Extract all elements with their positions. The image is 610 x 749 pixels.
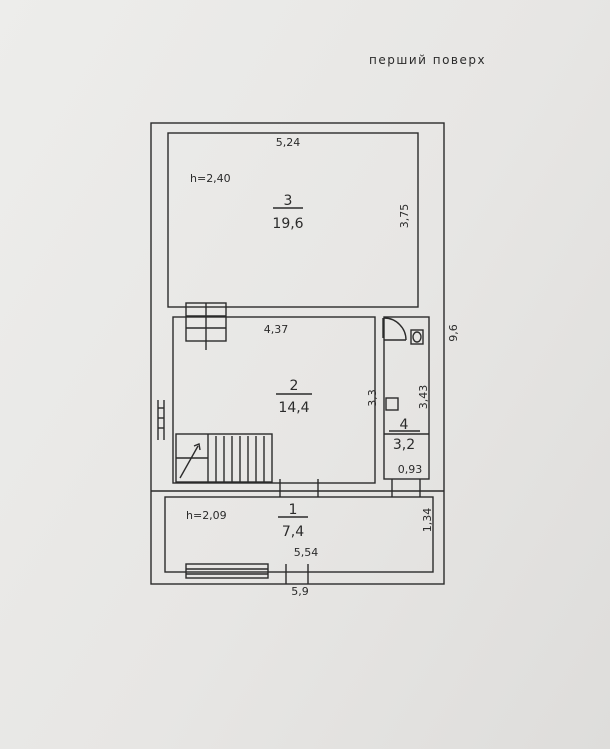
dim-room4-width: 0,93 — [398, 463, 423, 476]
dim-room3-width: 5,24 — [276, 136, 301, 149]
plan-title: перший поверх — [369, 53, 486, 67]
dim-room3-depth: 3,75 — [398, 204, 411, 229]
dim-room1-depth: 1,34 — [421, 508, 434, 533]
room-1-number: 1 — [289, 502, 298, 518]
dim-room2-width: 4,37 — [264, 323, 289, 336]
outer-wall — [150, 122, 445, 585]
entrance-step — [185, 563, 269, 579]
room-4-number: 4 — [400, 417, 409, 433]
toilet-icon — [410, 329, 424, 345]
room-2-area: 14,4 — [278, 400, 309, 416]
door-swing — [383, 317, 407, 341]
fixture-icon — [385, 397, 399, 411]
room-3-area: 19,6 — [272, 216, 303, 232]
dim-total-length: 9,6 — [447, 324, 460, 342]
room-1-area: 7,4 — [282, 524, 304, 540]
room-4-area: 3,2 — [393, 437, 415, 453]
room-1-outline — [164, 496, 434, 573]
dim-total-width: 5,9 — [291, 585, 309, 598]
room-3-number: 3 — [284, 193, 293, 209]
dim-room1-width: 5,54 — [294, 546, 319, 559]
room-2-number: 2 — [290, 378, 299, 394]
room-4-outline — [383, 316, 430, 480]
dim-room4-depth: 3,43 — [417, 385, 430, 410]
room-1-height: h=2,09 — [186, 509, 227, 522]
room-3-outline — [167, 132, 419, 308]
room-3-height: h=2,40 — [190, 172, 231, 185]
dim-room2-depth: 3,3 — [366, 389, 379, 407]
room-2-outline — [172, 316, 376, 484]
